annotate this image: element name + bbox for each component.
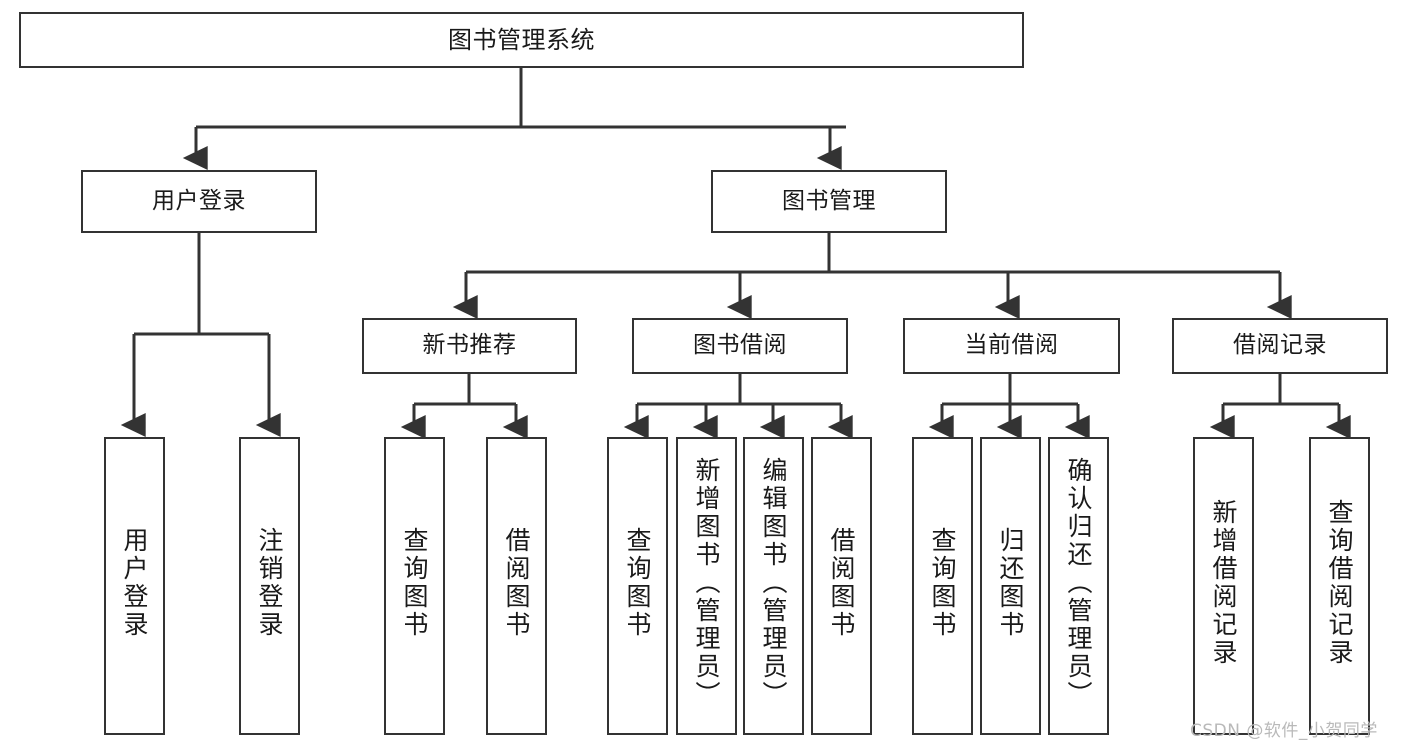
node-leaf-user-login-label: 用户登录 (120, 527, 149, 639)
csdn-watermark: CSDN @软件_小贺同学 (1190, 721, 1378, 741)
node-leaf-borrow-edit-book-admin[interactable]: 编辑图书（管理员） (743, 437, 804, 735)
node-leaf-borrow-query-book[interactable]: 查询图书 (607, 437, 668, 735)
node-leaf-record-query-record-label: 查询借阅记录 (1325, 499, 1354, 667)
node-book-management-label: 图书管理 (782, 187, 876, 214)
node-new-book-recommend-label: 新书推荐 (422, 332, 517, 359)
node-root-system-label: 图书管理系统 (448, 25, 595, 54)
node-leaf-current-confirm-return-admin-label: 确认归还（管理员） (1064, 457, 1093, 709)
node-leaf-borrow-query-book-label: 查询图书 (623, 527, 652, 639)
node-user-login[interactable]: 用户登录 (81, 170, 317, 233)
node-leaf-newbook-query-book-label: 查询图书 (400, 527, 429, 639)
node-current-borrow[interactable]: 当前借阅 (903, 318, 1120, 374)
node-leaf-newbook-query-book[interactable]: 查询图书 (384, 437, 445, 735)
node-leaf-borrow-add-book-admin[interactable]: 新增图书（管理员） (676, 437, 737, 735)
node-current-borrow-label: 当前借阅 (964, 332, 1059, 359)
node-leaf-borrow-borrow-book[interactable]: 借阅图书 (811, 437, 872, 735)
node-leaf-current-confirm-return-admin[interactable]: 确认归还（管理员） (1048, 437, 1109, 735)
node-leaf-newbook-borrow-book[interactable]: 借阅图书 (486, 437, 547, 735)
node-leaf-current-query-book[interactable]: 查询图书 (912, 437, 973, 735)
node-leaf-record-add-record-label: 新增借阅记录 (1209, 499, 1238, 667)
node-borrow-record[interactable]: 借阅记录 (1172, 318, 1388, 374)
node-book-borrow-label: 图书借阅 (693, 332, 787, 359)
node-leaf-logout-label: 注销登录 (255, 527, 284, 639)
node-leaf-record-add-record[interactable]: 新增借阅记录 (1193, 437, 1254, 735)
node-leaf-borrow-add-book-admin-label: 新增图书（管理员） (692, 457, 721, 709)
node-leaf-logout[interactable]: 注销登录 (239, 437, 300, 735)
node-leaf-current-return-book-label: 归还图书 (996, 527, 1025, 639)
node-book-borrow[interactable]: 图书借阅 (632, 318, 848, 374)
node-leaf-user-login[interactable]: 用户登录 (104, 437, 165, 735)
node-leaf-current-return-book[interactable]: 归还图书 (980, 437, 1041, 735)
node-leaf-newbook-borrow-book-label: 借阅图书 (502, 527, 531, 639)
node-borrow-record-label: 借阅记录 (1233, 332, 1327, 359)
node-user-login-label: 用户登录 (152, 187, 246, 214)
node-root-system[interactable]: 图书管理系统 (19, 12, 1024, 68)
node-book-management[interactable]: 图书管理 (711, 170, 947, 233)
node-leaf-record-query-record[interactable]: 查询借阅记录 (1309, 437, 1370, 735)
node-new-book-recommend[interactable]: 新书推荐 (362, 318, 577, 374)
node-leaf-borrow-borrow-book-label: 借阅图书 (827, 527, 856, 639)
node-leaf-current-query-book-label: 查询图书 (928, 527, 957, 639)
node-leaf-borrow-edit-book-admin-label: 编辑图书（管理员） (759, 457, 788, 709)
